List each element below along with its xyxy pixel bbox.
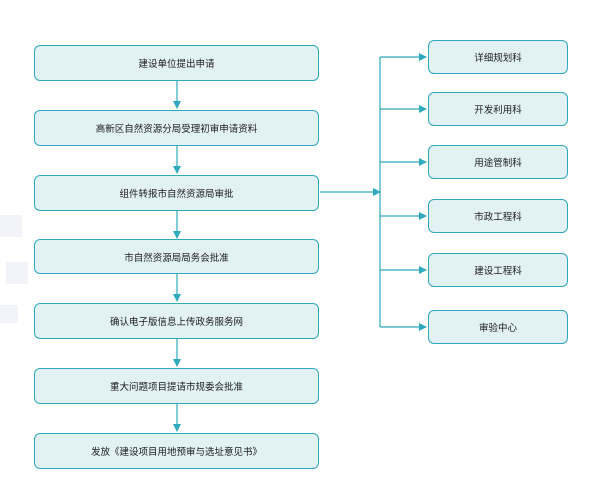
- step-box: 市自然资源局局务会批准: [34, 239, 319, 274]
- department-box: 市政工程科: [428, 199, 568, 233]
- step-box: 建设单位提出申请: [34, 45, 319, 81]
- step-box: 组件转报市自然资源局审批: [34, 175, 319, 211]
- department-box: 详细规划科: [428, 40, 568, 74]
- department-box: 开发利用科: [428, 92, 568, 126]
- department-box: 审验中心: [428, 310, 568, 344]
- background-decoration: [0, 305, 18, 323]
- background-decoration: [6, 262, 28, 284]
- step-box: 确认电子版信息上传政务服务网: [34, 303, 319, 339]
- department-box: 用途管制科: [428, 145, 568, 179]
- step-box: 高新区自然资源分局受理初审申请资料: [34, 110, 319, 146]
- step-box: 发放《建设项目用地预审与选址意见书》: [34, 433, 319, 469]
- step-box: 重大问题项目提请市规委会批准: [34, 368, 319, 404]
- background-decoration: [0, 215, 22, 237]
- department-box: 建设工程科: [428, 253, 568, 287]
